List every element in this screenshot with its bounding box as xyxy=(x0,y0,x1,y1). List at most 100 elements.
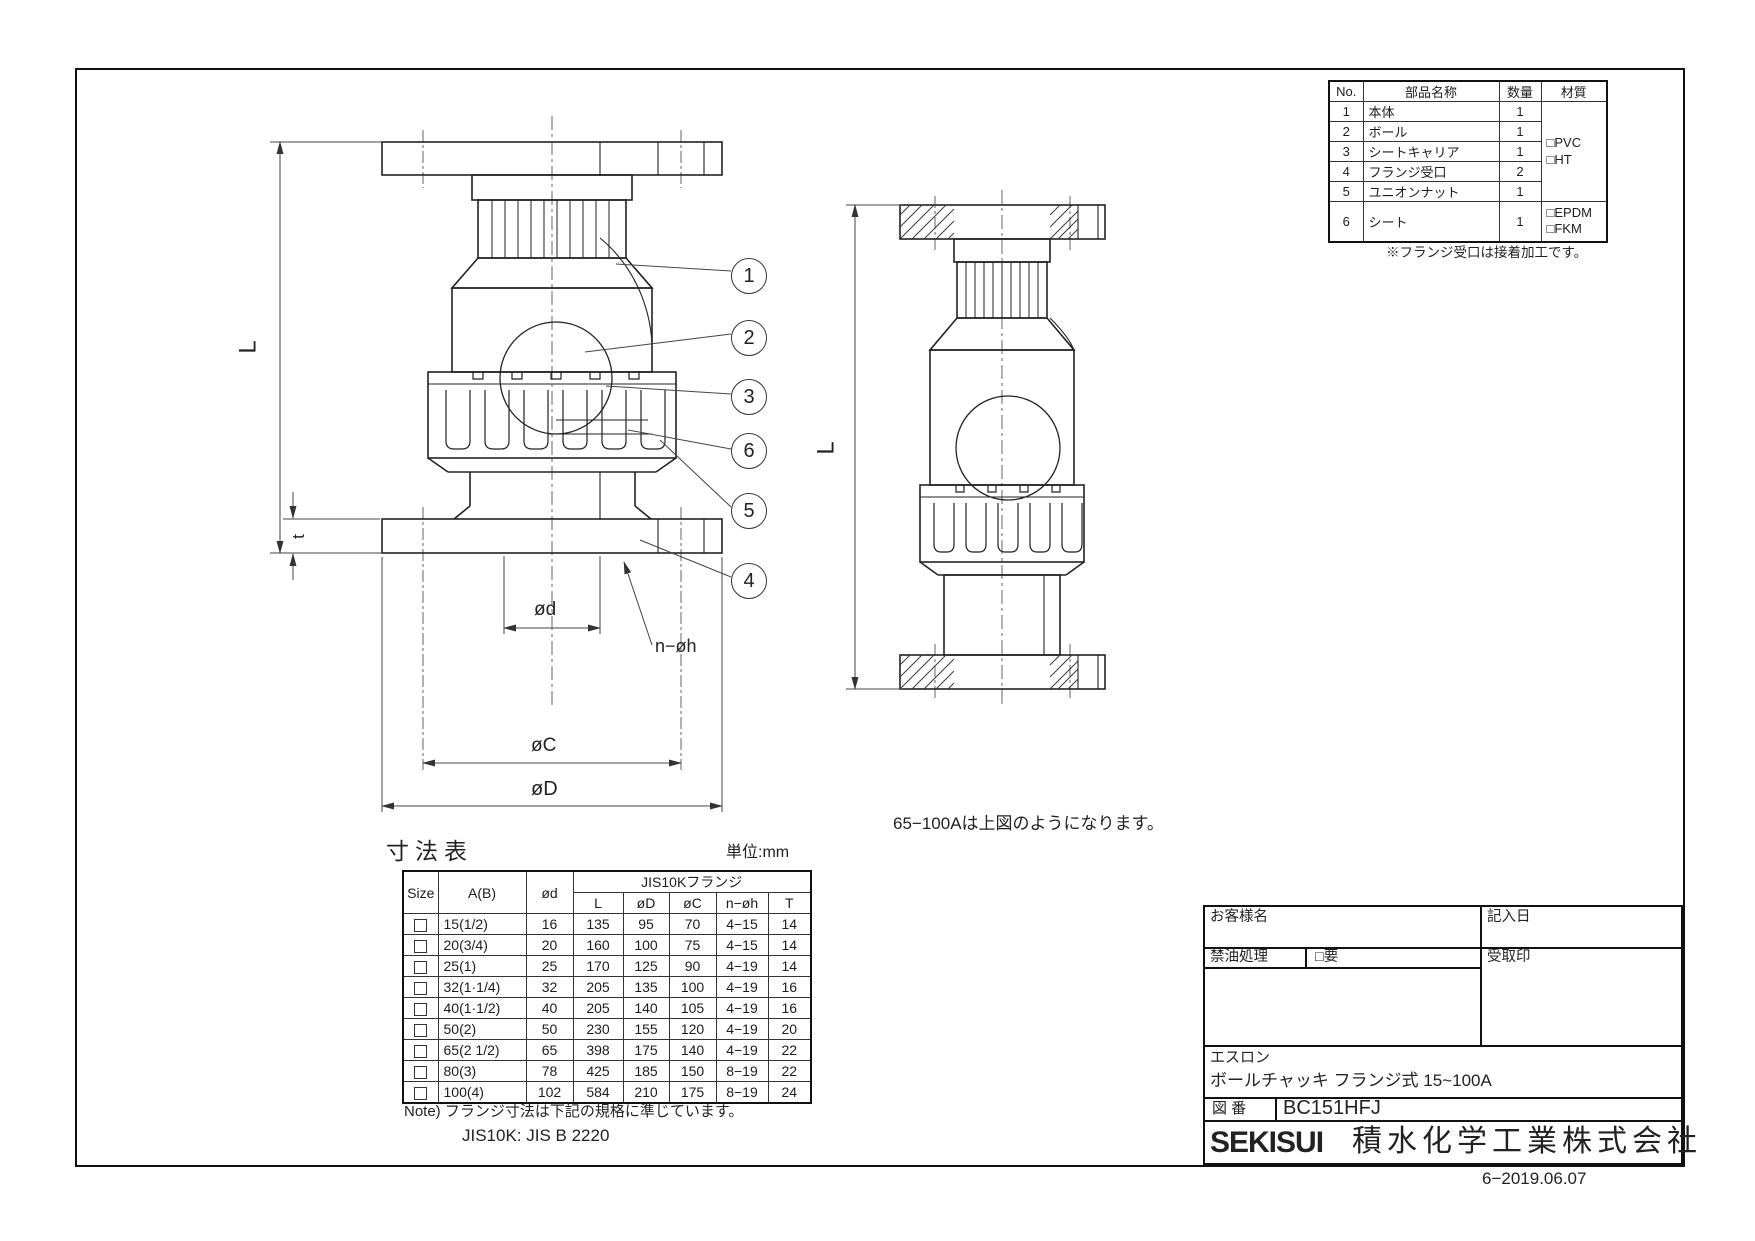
size-checkbox-cell xyxy=(402,1018,439,1040)
size-checkbox xyxy=(414,1023,428,1037)
material-main: □PVC □HT xyxy=(1540,101,1608,202)
balloon-5: 5 xyxy=(731,493,767,529)
oil-required-checkbox-label: □要 xyxy=(1315,949,1339,965)
dimension-table: Size A(B) ød JIS10Kフランジ L øD øC n−øh T 1… xyxy=(402,870,812,1104)
part-qty: 1 xyxy=(1498,141,1542,162)
product-name: ボールチャッキ フランジ式 15~100A xyxy=(1210,1071,1492,1090)
dim-label-n-oh: n−øh xyxy=(655,636,697,656)
balloon-4-number: 4 xyxy=(743,569,755,592)
part-name: シートキャリア xyxy=(1362,141,1500,162)
part-qty: 1 xyxy=(1498,201,1542,242)
size-checkbox-cell xyxy=(402,997,439,1019)
size-checkbox xyxy=(414,1065,428,1079)
col-n-oh: n−øh xyxy=(715,892,769,914)
table-row: 4 フランジ受口 2 xyxy=(1328,161,1607,182)
material-pvc: □PVC xyxy=(1546,135,1582,151)
part-no: 1 xyxy=(1328,101,1364,122)
part-no: 4 xyxy=(1328,161,1364,182)
col-jis10k-flange: JIS10Kフランジ xyxy=(572,870,812,893)
balloon-3: 3 xyxy=(731,379,767,415)
dim-table-title: 寸法表 xyxy=(386,838,473,864)
material-seat: □EPDM □FKM xyxy=(1540,201,1608,242)
col-size: Size xyxy=(402,870,439,914)
balloon-6: 6 xyxy=(731,433,767,469)
col-L: L xyxy=(572,892,624,914)
sekisui-logo: SEKISUI xyxy=(1210,1126,1324,1159)
left-valve-drawing xyxy=(381,116,723,770)
table-row: 100(4) 102 584 210 175 8−19 24 xyxy=(402,1081,812,1104)
left-valve-dimensions xyxy=(270,141,732,812)
balloon-5-number: 5 xyxy=(743,499,755,522)
material-ht: □HT xyxy=(1546,151,1572,167)
size-checkbox xyxy=(414,1086,428,1100)
size-checkbox-cell xyxy=(402,976,439,998)
col-no: No. xyxy=(1328,80,1364,102)
drawing-number-label: 図 番 xyxy=(1212,1100,1247,1117)
receipt-stamp-label: 受取印 xyxy=(1487,949,1531,965)
col-oC: øC xyxy=(668,892,717,914)
right-valve-drawing xyxy=(899,190,1106,706)
col-part-name: 部品名称 xyxy=(1362,80,1500,102)
size-checkbox xyxy=(414,1044,428,1058)
balloon-2-number: 2 xyxy=(743,326,755,349)
size-checkbox xyxy=(414,918,428,932)
part-qty: 2 xyxy=(1498,161,1542,182)
title-block-line xyxy=(1203,947,1683,949)
dim-table-note-1: Note) フランジ寸法は下記の規格に準じています。 xyxy=(404,1103,744,1120)
material-fkm: □FKM xyxy=(1546,221,1582,237)
title-block-line xyxy=(1275,1097,1277,1120)
parts-table-note: ※フランジ受口は接着加工です。 xyxy=(1386,245,1588,260)
title-block-line xyxy=(1203,1097,1683,1099)
table-row: 50(2) 50 230 155 120 4−19 20 xyxy=(402,1018,812,1040)
dim-table-unit: 単位:mm xyxy=(726,844,790,861)
company-name: 積水化学工業株式会社 xyxy=(1352,1125,1702,1158)
table-row: 1 本体 1 □PVC □HT xyxy=(1328,101,1608,202)
material-epdm: □EPDM xyxy=(1546,205,1592,220)
dim-label-t: t xyxy=(288,534,308,539)
drawing-number: BC151HFJ xyxy=(1283,1097,1381,1119)
title-block-line xyxy=(1203,1120,1683,1122)
table-row: 5 ユニオンナット 1 xyxy=(1328,181,1607,202)
col-T: T xyxy=(767,892,812,914)
table-row: 65(2 1/2) 65 398 175 140 4−19 22 xyxy=(402,1039,812,1061)
balloon-1-number: 1 xyxy=(743,264,755,287)
table-row: 80(3) 78 425 185 150 8−19 22 xyxy=(402,1060,812,1082)
part-qty: 1 xyxy=(1498,181,1542,202)
table-row: 3 シートキャリア 1 xyxy=(1328,141,1607,162)
part-qty: 1 xyxy=(1498,101,1542,122)
size-checkbox xyxy=(414,981,428,995)
title-block-line xyxy=(1203,967,1480,969)
part-no: 2 xyxy=(1328,121,1364,142)
right-view-caption: 65−100Aは上図のようになります。 xyxy=(893,814,1164,833)
table-row: 6 シート 1 □EPDM □FKM xyxy=(1328,201,1608,242)
parts-table: No. 部品名称 数量 材質 1 本体 1 □PVC □HT 2 ボール 1 3… xyxy=(1328,80,1608,243)
size-checkbox-cell xyxy=(402,934,439,956)
dim-label-L-left: L xyxy=(234,340,262,354)
col-qty: 数量 xyxy=(1498,80,1542,102)
table-row: 32(1·1/4) 32 205 135 100 4−19 16 xyxy=(402,976,812,998)
balloon-2: 2 xyxy=(731,320,767,356)
part-name: ボール xyxy=(1362,121,1500,142)
balloon-4: 4 xyxy=(731,563,767,599)
title-block-line xyxy=(1305,947,1307,967)
part-no: 3 xyxy=(1328,141,1364,162)
dim-label-oD: øD xyxy=(531,778,558,800)
col-od: ød xyxy=(525,870,574,914)
size-checkbox-cell xyxy=(402,955,439,977)
dim-label-od: ød xyxy=(534,599,557,620)
part-name: フランジ受口 xyxy=(1362,161,1500,182)
oil-free-label: 禁油処理 xyxy=(1210,949,1268,965)
entry-date-label: 記入日 xyxy=(1487,909,1531,925)
balloon-1: 1 xyxy=(731,258,767,294)
drawing-frame xyxy=(75,68,1685,1167)
dim-table-header-1: Size A(B) ød JIS10Kフランジ xyxy=(402,870,812,914)
size-checkbox-cell xyxy=(402,913,439,935)
size-checkbox xyxy=(414,1002,428,1016)
dim-table-note-2: JIS10K: JIS B 2220 xyxy=(462,1126,610,1145)
part-no: 6 xyxy=(1328,201,1364,242)
size-checkbox-cell xyxy=(402,1060,439,1082)
customer-name-label: お客様名 xyxy=(1210,909,1268,925)
brand-name: エスロン xyxy=(1210,1049,1271,1066)
part-no: 5 xyxy=(1328,181,1364,202)
col-oD: øD xyxy=(622,892,670,914)
